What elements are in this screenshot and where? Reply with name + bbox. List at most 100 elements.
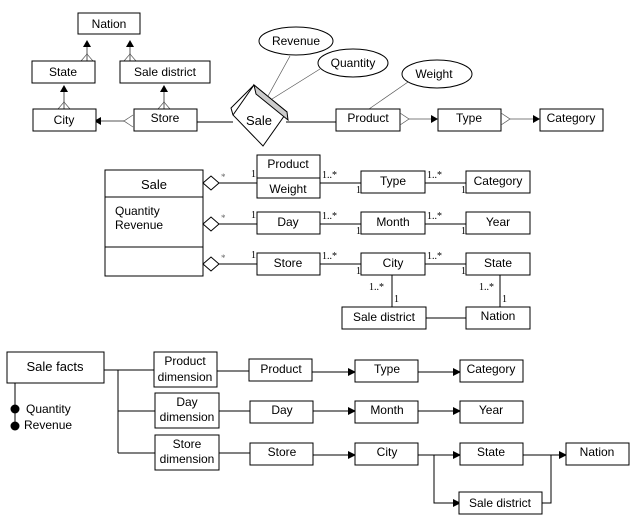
uml-mult: 1..* xyxy=(322,251,337,262)
er-entity-type xyxy=(437,108,502,132)
dfm-level-nation-label: Nation xyxy=(580,445,615,459)
dfm-level-sale-district-label: Sale district xyxy=(469,496,532,510)
dfm-dimension-product-label: Product xyxy=(164,354,206,368)
dfm-level-year-label: Year xyxy=(479,403,503,417)
aggregation-diamond-icon xyxy=(202,216,220,232)
dfm-diagram: Sale facts Quantity Revenue Product dime… xyxy=(6,351,630,515)
uml-class-category xyxy=(465,170,531,194)
uml-mult: 1..* xyxy=(322,211,337,222)
er-entity-store-label: Store xyxy=(151,111,180,125)
dfm-level-nation xyxy=(565,442,630,466)
uml-class-product-name: Product xyxy=(267,157,309,171)
uml-attribute-weight: Weight xyxy=(269,182,307,196)
uml-class-state-name: State xyxy=(484,256,512,270)
uml-mult: 1 xyxy=(461,266,466,277)
er-entity-sale-district-label: Sale district xyxy=(134,65,197,79)
dfm-level-city-label: City xyxy=(377,445,398,459)
dfm-dimension-store-label: dimension xyxy=(160,452,215,466)
dfm-level-year xyxy=(459,400,524,424)
dfm-arrow xyxy=(433,455,461,507)
uml-class-product xyxy=(256,154,321,199)
uml-mult: 1..* xyxy=(427,170,442,181)
er-entity-product-label: Product xyxy=(347,111,389,125)
er-attribute-revenue-label: Revenue xyxy=(272,34,320,48)
er-entity-state-label: State xyxy=(49,65,77,79)
dfm-level-month xyxy=(354,400,419,424)
arrow-head-icon xyxy=(126,40,134,47)
dfm-dimension-store-label: Store xyxy=(173,437,202,451)
uml-class-nation-name: Nation xyxy=(481,309,516,323)
uml-class-month xyxy=(360,211,426,235)
er-relationship-sale-label: Sale xyxy=(246,113,272,128)
dfm-dimension-product-label: dimension xyxy=(158,370,213,384)
dfm-level-type-label: Type xyxy=(374,362,400,376)
er-entity-type-label: Type xyxy=(456,111,482,125)
er-attribute-weight-label: Weight xyxy=(415,67,453,81)
measure-dot-icon xyxy=(10,404,20,414)
arrow-head-icon xyxy=(533,115,540,123)
uml-class-day-name: Day xyxy=(277,215,298,229)
er-attribute-quantity-label: Quantity xyxy=(331,56,376,70)
uml-mult: * xyxy=(221,172,226,182)
measure-dot-icon xyxy=(10,421,20,431)
uml-mult: 1 xyxy=(461,185,466,196)
arrow-head-icon xyxy=(83,40,91,47)
arrow-head-icon xyxy=(60,85,68,92)
dfm-level-store-label: Store xyxy=(268,445,297,459)
er-attr-link-revenue xyxy=(267,55,291,97)
crowfoot-icon xyxy=(157,101,171,110)
uml-attribute-quantity: Quantity xyxy=(115,204,160,218)
dfm-level-store xyxy=(249,442,314,466)
crowfoot-icon xyxy=(123,114,134,128)
crowfoot-icon xyxy=(57,101,71,110)
dfm-level-state-label: State xyxy=(477,445,505,459)
uml-mult: * xyxy=(221,253,226,263)
aggregation-diamond-icon xyxy=(202,175,220,191)
dfm-level-state xyxy=(459,442,524,466)
uml-mult: * xyxy=(221,213,226,223)
er-attr-link-weight xyxy=(368,81,409,110)
arrow-head-icon xyxy=(431,115,438,123)
dfm-level-product xyxy=(248,358,313,382)
er-entity-product xyxy=(335,108,401,132)
uml-mult: 1 xyxy=(461,226,466,237)
er-entity-nation-label: Nation xyxy=(92,17,127,31)
uml-class-state xyxy=(465,252,531,276)
uml-mult: 1..* xyxy=(427,211,442,222)
uml-class-sale-district-name: Sale district xyxy=(353,310,416,324)
dfm-dimension-day xyxy=(154,392,220,429)
uml-class-sale xyxy=(104,169,204,277)
er-entity-state xyxy=(31,60,96,84)
er-diagram: Nation State Sale district City Store Sa… xyxy=(31,12,604,147)
arrow-head-icon xyxy=(94,117,101,125)
dfm-level-product-label: Product xyxy=(260,362,302,376)
uml-class-year-name: Year xyxy=(486,215,510,229)
dfm-level-type xyxy=(354,359,419,383)
er-entity-category-label: Category xyxy=(547,111,596,125)
dfm-level-day xyxy=(249,400,314,424)
dfm-dimension-product xyxy=(153,351,218,388)
uml-attribute-revenue: Revenue xyxy=(115,218,163,232)
er-attribute-quantity xyxy=(317,48,389,78)
uml-mult: 1 xyxy=(251,169,256,180)
dfm-measure-revenue: Revenue xyxy=(24,418,72,432)
uml-class-day xyxy=(256,211,321,235)
crowfoot-icon xyxy=(80,53,94,62)
uml-class-store-name: Store xyxy=(274,256,303,270)
crowfoot-icon xyxy=(123,53,137,62)
dfm-fact-sale-facts xyxy=(6,351,105,384)
dfm-level-category-label: Category xyxy=(467,362,516,376)
dfm-level-day-label: Day xyxy=(271,403,292,417)
dfm-level-city xyxy=(354,442,419,466)
er-attribute-revenue xyxy=(258,26,334,56)
er-entity-city xyxy=(32,108,97,132)
arrow-head-icon xyxy=(160,85,168,92)
uml-mult: 1..* xyxy=(479,282,494,293)
uml-mult: 1 xyxy=(356,226,361,237)
dfm-level-month-label: Month xyxy=(370,403,403,417)
er-relationship-sale: Sale xyxy=(230,83,289,147)
uml-class-month-name: Month xyxy=(376,215,409,229)
uml-mult: 1..* xyxy=(427,251,442,262)
dfm-dimension-store xyxy=(154,434,220,471)
